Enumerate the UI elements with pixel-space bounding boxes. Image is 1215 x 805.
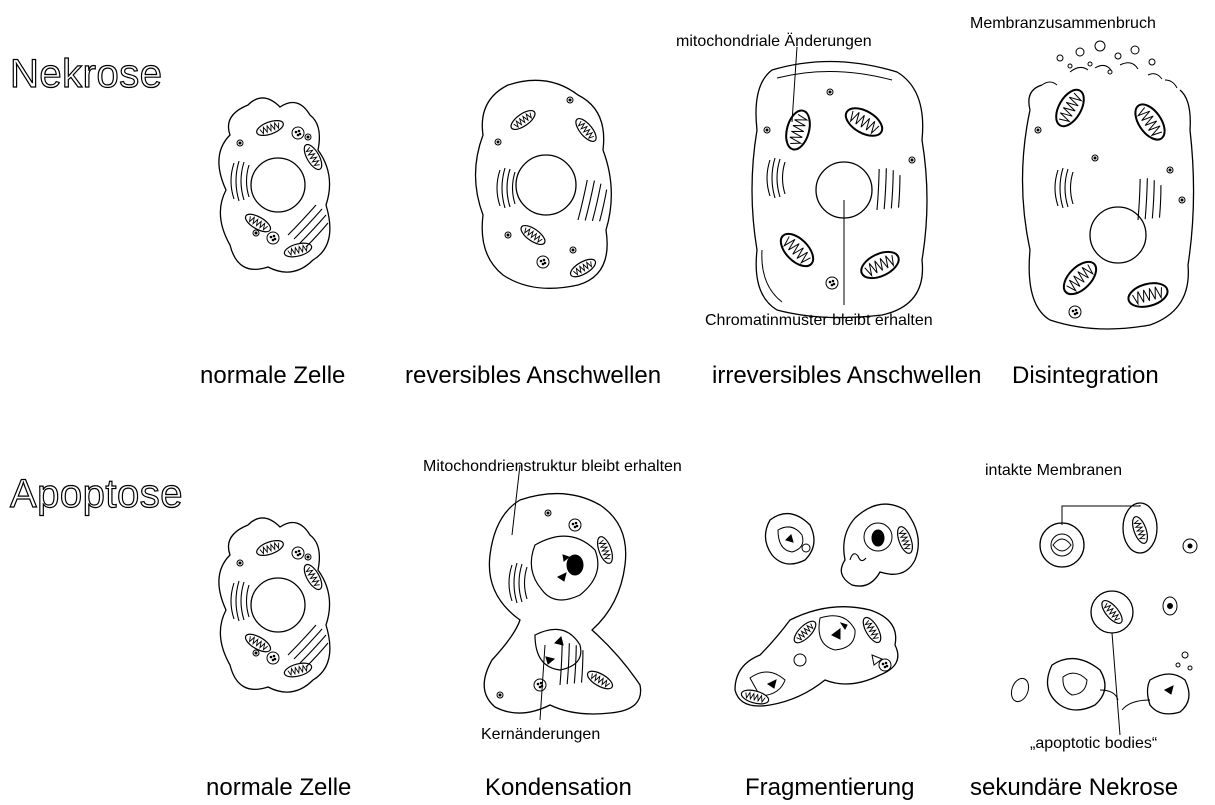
caption-necrosis-disintegration: Disintegration bbox=[1012, 362, 1159, 390]
apoptosis-condensation-cell bbox=[484, 465, 640, 720]
annotation-apoptotic-bodies: „apoptotic bodies“ bbox=[1030, 735, 1157, 753]
annotation-mitochondrial-changes: mitochondriale Änderungen bbox=[676, 33, 872, 51]
necrosis-disintegration-cell bbox=[1023, 41, 1194, 329]
caption-necrosis-reversible: reversibles Anschwellen bbox=[405, 362, 661, 390]
apoptosis-normal-cell bbox=[219, 518, 330, 692]
caption-necrosis-irreversible: irreversibles Anschwellen bbox=[712, 362, 981, 390]
caption-apoptosis-fragmentation: Fragmentierung bbox=[745, 774, 914, 802]
caption-apoptosis-secondary-necrosis: sekundäre Nekrose bbox=[970, 774, 1178, 802]
necrosis-normal-cell bbox=[219, 98, 330, 272]
necrosis-reversible-cell bbox=[476, 80, 619, 288]
annotation-intact-membranes: intakte Membranen bbox=[985, 462, 1122, 480]
annotation-membrane-breakdown: Membranzusammenbruch bbox=[970, 15, 1156, 33]
annotation-nuclear-changes: Kernänderungen bbox=[481, 726, 600, 744]
caption-apoptosis-normal: normale Zelle bbox=[206, 774, 351, 802]
necrosis-irreversible-cell bbox=[752, 47, 927, 318]
caption-necrosis-normal: normale Zelle bbox=[200, 362, 345, 390]
apoptosis-fragmentation-bodies bbox=[735, 504, 918, 706]
caption-apoptosis-condensation: Kondensation bbox=[485, 774, 632, 802]
annotation-chromatin-preserved: Chromatinmuster bleibt erhalten bbox=[705, 312, 933, 330]
apoptosis-secondary-necrosis-bodies bbox=[1008, 503, 1197, 735]
annotation-mito-structure-preserved: Mitochondrienstruktur bleibt erhalten bbox=[423, 458, 682, 476]
